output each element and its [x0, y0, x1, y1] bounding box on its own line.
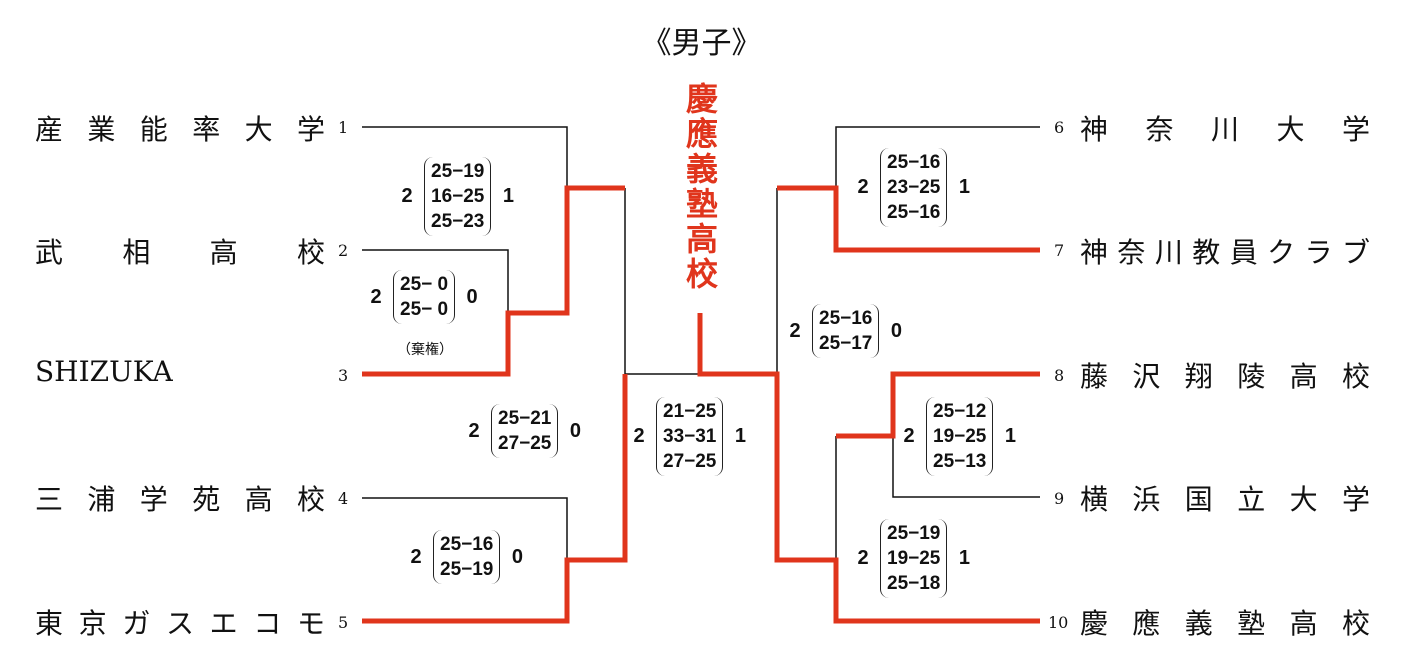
bracket-line [362, 249, 509, 313]
champion-name: 慶應義 塾高校 [685, 80, 718, 293]
team-seed: 3 [338, 366, 349, 385]
winner-path [362, 185, 625, 377]
bracket-line [892, 436, 1040, 498]
team-name: 神奈川大学 [1080, 113, 1370, 146]
bracket-line [835, 126, 1040, 188]
team-seed: 9 [1054, 489, 1065, 508]
winner-path [777, 185, 1040, 253]
winner-path [836, 371, 1040, 439]
team-seed: 8 [1054, 366, 1065, 385]
team-seed: 7 [1054, 241, 1065, 260]
team-name: 横浜国立大学 [1080, 483, 1370, 516]
team-seed: 10 [1048, 613, 1069, 632]
bracket-title: 《男子》 [641, 26, 762, 61]
winner-path [362, 374, 628, 624]
team-name: 三浦学苑高校 [35, 483, 325, 516]
bracket-line [362, 126, 568, 188]
bracket-line [624, 188, 700, 375]
team-name: 武相高校 [35, 236, 325, 269]
team-name: 産業能率大学 [35, 113, 325, 146]
team-name: 東京ガスエコモ [35, 607, 325, 640]
winner-path [697, 313, 1040, 624]
team-seed: 5 [338, 613, 349, 632]
team-name: 藤沢翔陵高校 [1080, 360, 1370, 393]
forfeit-note: （棄権） [397, 342, 453, 358]
team-name: 神奈川教員クラブ [1080, 236, 1370, 269]
team-name: SHIZUKA [35, 355, 173, 388]
team-seed: 6 [1054, 118, 1065, 137]
team-name: 慶應義塾高校 [1080, 607, 1370, 640]
team-seed: 2 [338, 241, 349, 260]
team-seed: 4 [338, 489, 349, 508]
team-seed: 1 [338, 118, 349, 137]
bracket-line [362, 497, 568, 560]
